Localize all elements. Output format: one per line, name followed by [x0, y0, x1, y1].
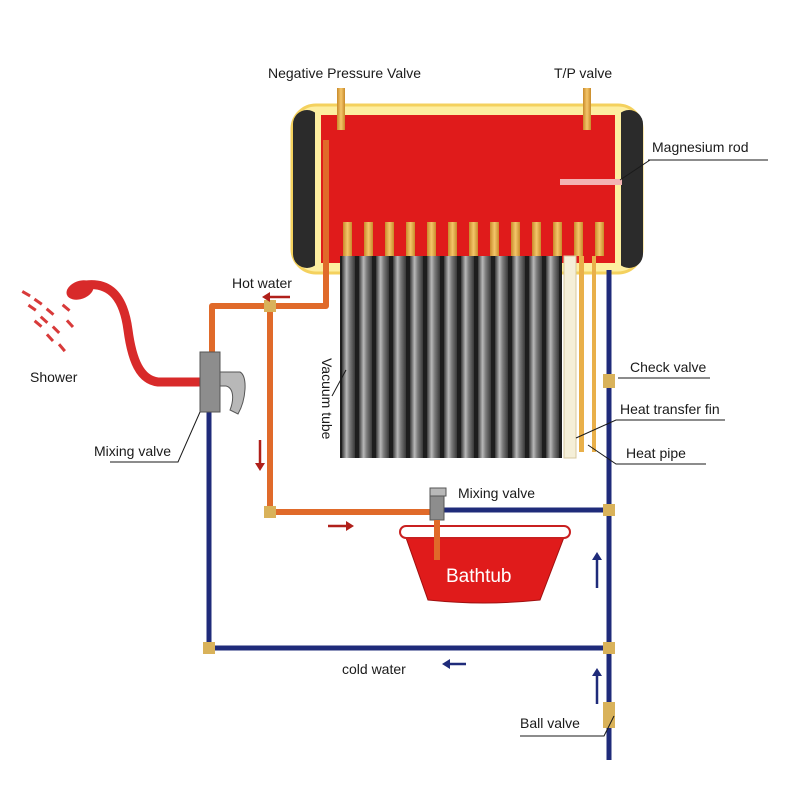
label-mixing-valve-center: Mixing valve [458, 485, 535, 501]
heat-pipe-heads [343, 222, 604, 256]
check-valve [603, 374, 615, 388]
pipe-fittings [203, 300, 615, 728]
flow-arrow-hot-down [255, 440, 265, 471]
flow-arrow-hot-right [328, 521, 354, 531]
shower-head [66, 280, 94, 300]
heat-transfer-fin [563, 255, 577, 459]
tp-valve-stem [583, 88, 591, 130]
negative-pressure-valve-stem [337, 88, 345, 130]
label-ball-valve: Ball valve [520, 715, 580, 731]
label-hot-water: Hot water [232, 275, 292, 291]
mixing-valve-center [429, 487, 447, 560]
magnesium-rod [560, 179, 622, 185]
leader-lines [110, 159, 768, 737]
label-magnesium-rod: Magnesium rod [652, 139, 749, 155]
label-tp-valve: T/P valve [554, 65, 612, 81]
flow-arrow-hot-top [262, 292, 290, 302]
tank-shell [300, 112, 634, 266]
label-mixing-valve-left: Mixing valve [94, 443, 171, 459]
shower-hose [81, 280, 205, 387]
storage-tank [290, 103, 644, 275]
heat-pipe [579, 256, 584, 452]
tank-left-cap [293, 110, 321, 268]
flow-arrow-cold-up-1 [592, 552, 602, 588]
bathtub [399, 525, 571, 604]
shower-spray [21, 290, 75, 353]
flow-arrow-cold-left [442, 659, 466, 669]
label-heat-transfer-fin: Heat transfer fin [620, 401, 720, 417]
mixing-valve-left [199, 351, 246, 415]
flow-arrow-cold-up-2 [592, 668, 602, 704]
label-check-valve: Check valve [630, 359, 706, 375]
label-vacuum-tube: Vacuum tube [319, 358, 335, 440]
label-shower: Shower [30, 369, 78, 385]
ball-valve [603, 702, 615, 728]
label-cold-water: cold water [342, 661, 406, 677]
label-bathtub: Bathtub [446, 566, 512, 587]
heat-pipe-2 [592, 256, 596, 452]
label-negative-pressure-valve: Negative Pressure Valve [268, 65, 421, 81]
label-heat-pipe: Heat pipe [626, 445, 686, 461]
tank-right-cap [615, 110, 643, 268]
vacuum-tube-array [340, 256, 562, 458]
